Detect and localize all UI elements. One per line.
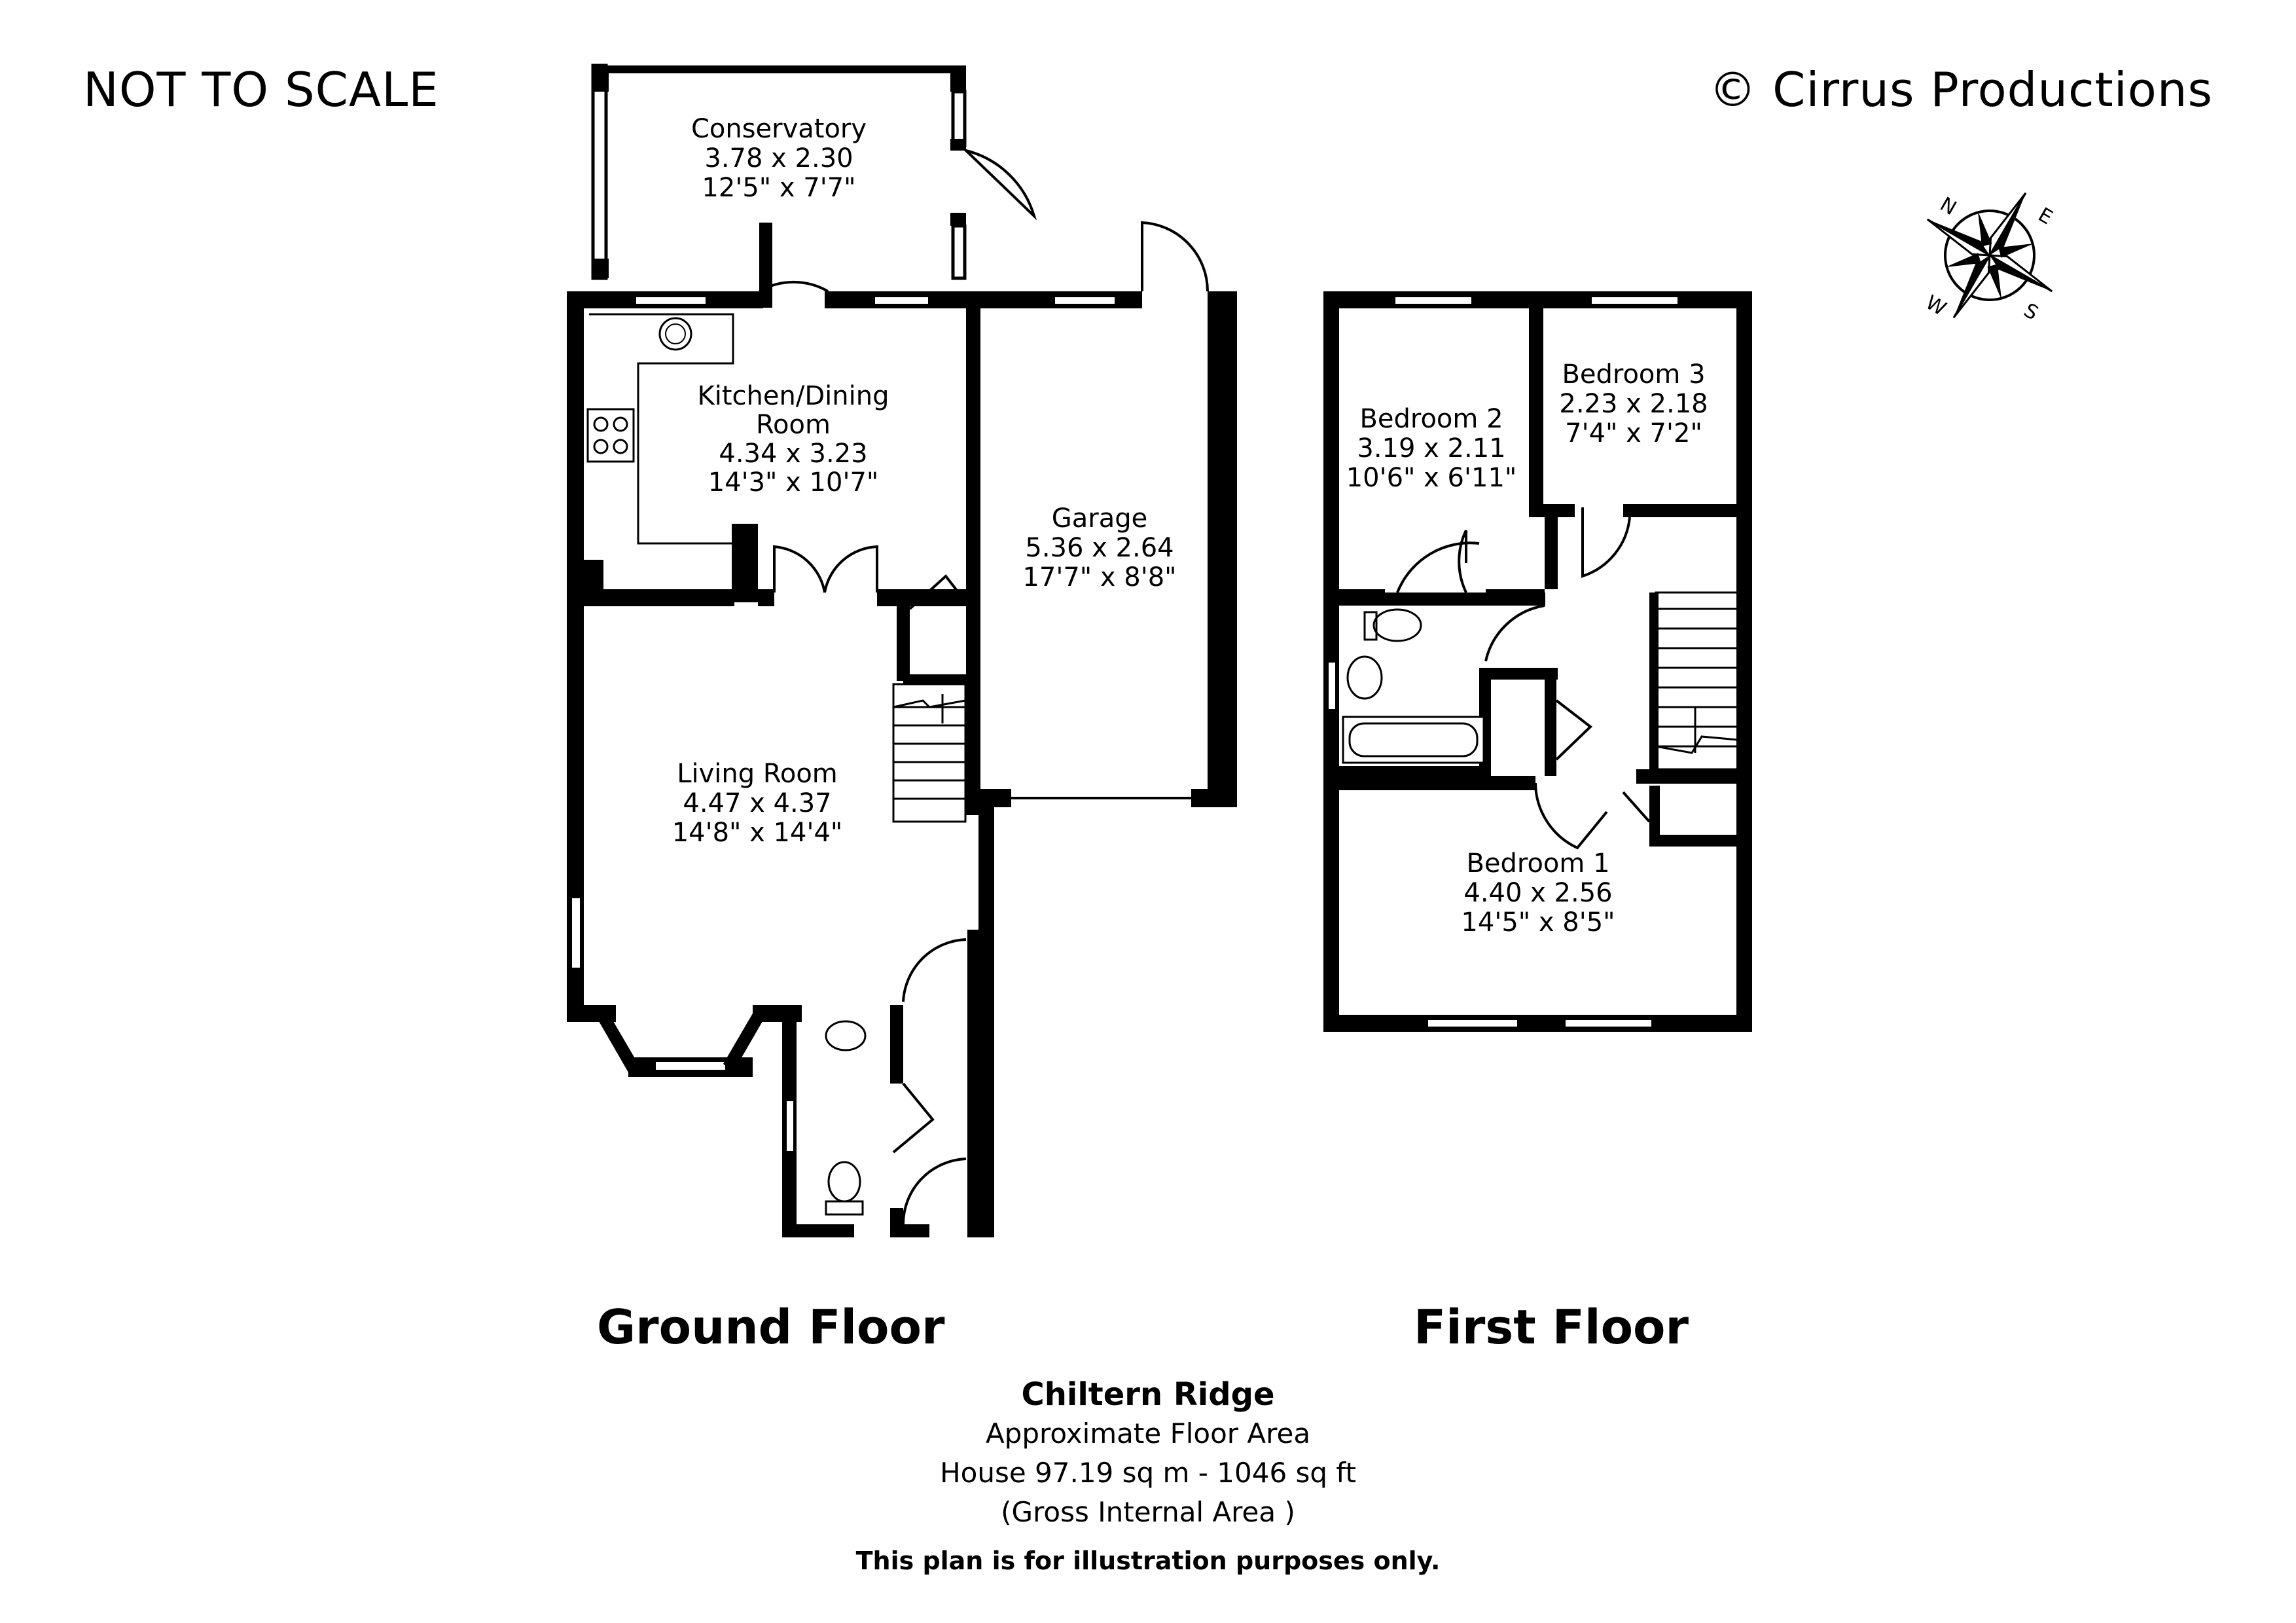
compass-label-w: W xyxy=(1922,291,1950,321)
kitchen-name-line1: Kitchen/Dining xyxy=(698,381,889,411)
toilet-icon xyxy=(827,1161,861,1203)
bedroom3-name: Bedroom 3 xyxy=(1562,359,1705,390)
bay-window xyxy=(653,1059,728,1072)
living-room-metric: 4.47 x 4.37 xyxy=(683,788,831,818)
kitchen-door-swing xyxy=(759,281,829,293)
kitchen-worktop xyxy=(589,313,734,545)
ground-floor-title: Ground Floor xyxy=(597,1300,945,1355)
bedroom1-metric: 4.40 x 2.56 xyxy=(1463,878,1612,908)
compass-rose xyxy=(1926,192,2053,319)
area-value: House 97.19 sq m - 1046 sq ft xyxy=(940,1457,1356,1489)
conservatory-imperial: 12'5" x 7'7" xyxy=(702,173,855,203)
conservatory-metric: 3.78 x 2.30 xyxy=(704,143,853,173)
bathroom-top-wall xyxy=(1339,593,1545,606)
airing-cupboard-door xyxy=(1555,699,1593,761)
first-stairs xyxy=(1655,591,1739,771)
kitchen-metric: 4.34 x 3.23 xyxy=(719,439,867,469)
area-title: Approximate Floor Area xyxy=(985,1417,1311,1450)
compass-label-e: E xyxy=(2034,204,2056,230)
kitchen-window xyxy=(634,295,708,306)
first-floor-plan xyxy=(1323,291,1752,1032)
scale-note: NOT TO SCALE xyxy=(83,62,439,117)
bedroom1-name: Bedroom 1 xyxy=(1466,848,1609,879)
garage-imperial: 17'7" x 8'8" xyxy=(1022,562,1176,593)
disclaimer: This plan is for illustration purposes o… xyxy=(855,1546,1441,1575)
compass-label-n: N xyxy=(1936,193,1960,221)
compass-label-s: S xyxy=(2020,299,2042,325)
first-floor-title: First Floor xyxy=(1414,1300,1689,1355)
hall-right-wall xyxy=(967,930,980,1237)
bedroom1-imperial: 14'5" x 8'5" xyxy=(1461,907,1615,938)
kitchen-living-door-left xyxy=(773,545,826,593)
living-room-imperial: 14'8" x 14'4" xyxy=(672,818,843,848)
bedroom2-metric: 3.19 x 2.11 xyxy=(1357,433,1505,464)
garage-right-wall xyxy=(1208,291,1237,805)
room-labels: Conservatory 3.78 x 2.30 12'5" x 7'7" Ki… xyxy=(672,114,1708,938)
bath-icon xyxy=(1342,716,1485,764)
area-note: (Gross Internal Area ) xyxy=(1001,1496,1295,1528)
hall-inner-door xyxy=(902,938,967,1002)
garage-metric: 5.36 x 2.64 xyxy=(1025,533,1174,563)
living-side-window xyxy=(569,896,583,970)
first-toilet-icon xyxy=(1372,608,1422,642)
basin-icon xyxy=(825,1020,867,1051)
bedroom3-imperial: 7'4" x 7'2" xyxy=(1565,418,1702,448)
kitchen-living-door-right xyxy=(823,545,878,593)
conservatory-door xyxy=(961,148,1037,221)
garage-side-door xyxy=(1141,221,1210,292)
first-bottom-wall xyxy=(1323,1015,1752,1032)
sink-icon xyxy=(658,317,692,351)
front-door xyxy=(901,1158,967,1225)
conservatory-name: Conservatory xyxy=(691,114,867,144)
conservatory-left-window xyxy=(591,64,608,280)
bedroom2-door xyxy=(1458,530,1467,593)
first-right-wall xyxy=(1736,291,1752,1031)
bedroom2-imperial: 10'6" x 6'11" xyxy=(1346,463,1517,493)
wc-door xyxy=(892,1082,935,1154)
kitchen-garage-wall xyxy=(966,291,980,815)
kitchen-imperial: 14'3" x 10'7" xyxy=(708,467,879,498)
kitchen-living-wall xyxy=(584,589,734,606)
hob-icon xyxy=(586,408,635,463)
bedroom3-door xyxy=(1581,507,1631,578)
garage-name: Garage xyxy=(1052,503,1147,534)
cupboard-door xyxy=(908,574,967,610)
bathroom-door xyxy=(1484,604,1545,662)
bedroom1-door xyxy=(1534,782,1608,850)
bedroom1-top-wall xyxy=(1339,776,1535,790)
copyright-notice: © Cirrus Productions xyxy=(1709,62,2213,117)
footer: Chiltern Ridge Approximate Floor Area Ho… xyxy=(0,1375,2296,1580)
living-room-name: Living Room xyxy=(677,759,838,789)
property-name: Chiltern Ridge xyxy=(1021,1376,1275,1413)
ground-stairs xyxy=(892,683,967,823)
first-basin-icon xyxy=(1346,655,1383,700)
kitchen-name-line2: Room xyxy=(756,410,831,440)
conservatory-top-wall xyxy=(593,65,966,73)
ground-floor-plan xyxy=(567,64,1237,1237)
bedroom3-metric: 2.23 x 2.18 xyxy=(1559,389,1708,419)
bedroom2-name: Bedroom 2 xyxy=(1359,404,1503,434)
